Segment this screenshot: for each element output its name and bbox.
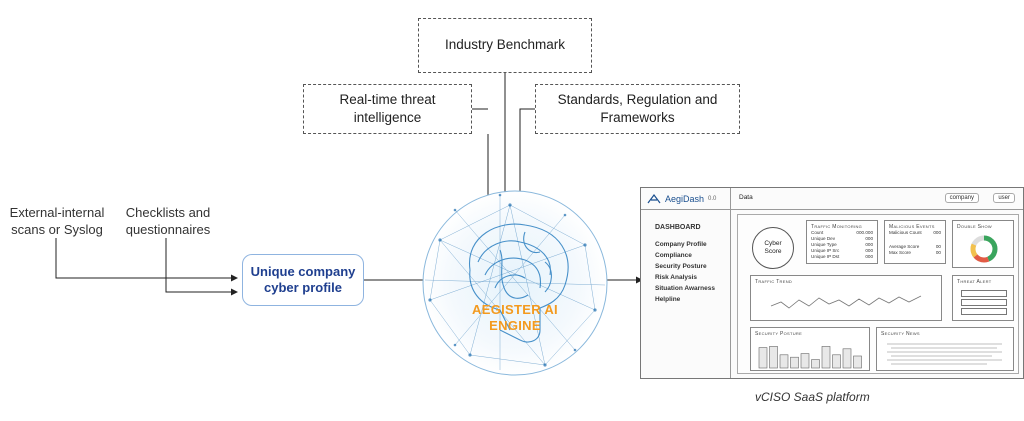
dashboard-topbar: Data company user	[731, 188, 1023, 210]
company-profile-box: Unique company cyber profile	[242, 254, 364, 306]
cyber-score-label: Cyber Score	[764, 240, 782, 255]
posture-bar	[832, 354, 841, 369]
standards-label: Standards, Regulation and Frameworks	[557, 91, 718, 125]
brain-icon	[469, 223, 569, 343]
standards-arrow	[516, 108, 535, 213]
double-show-panel: Double Show	[952, 220, 1014, 268]
posture-bar	[758, 347, 768, 369]
posture-bar	[821, 346, 831, 369]
industry-benchmark-label: Industry Benchmark	[444, 37, 566, 53]
checklists-source: Checklists and questionnaires	[125, 205, 211, 237]
logo-text: AegiDash	[665, 193, 705, 204]
nav-title: DASHBOARD	[655, 224, 701, 231]
logo-version: 0.0	[708, 195, 717, 202]
nav-item-company-profile[interactable]: Company Profile	[655, 241, 707, 248]
ai-engine-globe	[422, 190, 608, 376]
cyber-score-circle: Cyber Score	[752, 227, 794, 269]
checklists-arrow	[165, 238, 238, 296]
posture-bar	[790, 356, 799, 369]
scans-source: External-internal scans or Syslog	[9, 205, 105, 237]
company-pill[interactable]: company	[944, 193, 979, 203]
nav-item-compliance[interactable]: Compliance	[655, 252, 692, 259]
dashboard-logo: AegiDash 0.0	[641, 188, 730, 210]
company-profile-label: Unique company cyber profile	[250, 264, 356, 295]
standards-box: Standards, Regulation and Frameworks	[535, 84, 740, 134]
posture-bar	[769, 346, 778, 369]
nav-item-situation-awareness[interactable]: Situation Awarness	[655, 285, 715, 292]
trend-line-chart	[770, 295, 922, 309]
top-data-label: Data	[739, 194, 753, 201]
security-posture-title: Security Posture	[755, 331, 803, 337]
posture-bar	[853, 355, 862, 369]
user-pill[interactable]: user	[993, 193, 1015, 203]
donut-chart-icon	[970, 235, 998, 263]
security-posture-panel: Security Posture	[750, 327, 870, 371]
dashboard-mockup: AegiDash 0.0 DASHBOARD Company Profile C…	[640, 187, 1024, 379]
industry-benchmark-box: Industry Benchmark	[418, 18, 592, 73]
posture-bar	[842, 348, 852, 369]
posture-bar	[800, 353, 810, 369]
threat-intel-box: Real-time threat intelligence	[303, 84, 472, 134]
ai-engine-label: AEGISTER AI ENGINE	[472, 302, 558, 334]
traffic-trend-panel: Traffic Trend	[750, 275, 942, 321]
threat-alert-panel: Threat Alert	[952, 275, 1014, 321]
threat-alert-title: Threat Alert	[957, 279, 992, 285]
traffic-monitoring-title: Traffic Monitoring	[811, 224, 863, 230]
security-news-title: Security News	[881, 331, 920, 337]
nav-item-helpline[interactable]: Helpline	[655, 296, 681, 303]
logo-icon	[647, 193, 661, 203]
traffic-trend-title: Traffic Trend	[755, 279, 793, 285]
double-show-title: Double Show	[957, 224, 992, 230]
scans-arrow	[55, 238, 238, 282]
security-news-panel: Security News	[876, 327, 1014, 371]
posture-bar	[779, 354, 789, 369]
news-text-lines	[887, 343, 1002, 365]
dashboard-sidebar: AegiDash 0.0 DASHBOARD Company Profile C…	[641, 188, 731, 378]
malicious-events-title: Malicious Events	[889, 224, 935, 230]
nav-item-risk-analysis[interactable]: Risk Analysis	[655, 274, 698, 281]
posture-bar-chart	[758, 346, 862, 369]
posture-bar	[811, 359, 820, 369]
threat-intel-label: Real-time threat intelligence	[339, 91, 436, 125]
platform-caption: vCISO SaaS platform	[755, 390, 870, 404]
nav-item-security-posture[interactable]: Security Posture	[655, 263, 707, 270]
